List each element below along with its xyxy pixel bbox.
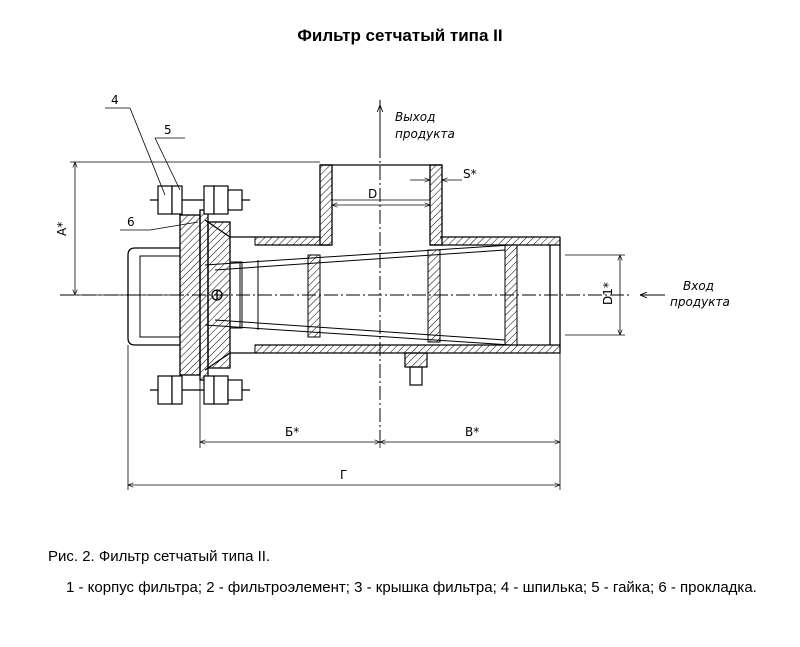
dim-S-label: S* xyxy=(463,167,477,181)
part-5-label: 5 xyxy=(164,123,172,137)
stud-top xyxy=(150,185,250,215)
dim-G-label: Г xyxy=(340,468,347,482)
dim-B-label: Б* xyxy=(285,425,299,439)
body-wall-top xyxy=(254,236,321,246)
leader-4 xyxy=(105,107,166,196)
leader-6 xyxy=(120,221,199,231)
dimension-D1 xyxy=(565,254,625,336)
inlet-label-1: Вход xyxy=(683,279,714,293)
filter-element xyxy=(204,244,518,346)
part-6-label: 6 xyxy=(127,215,135,229)
dimension-V xyxy=(380,353,561,490)
cover-handle xyxy=(127,247,180,346)
body-wall-bottom xyxy=(254,344,561,354)
stud-bottom xyxy=(150,375,250,405)
dim-D1-label: D1* xyxy=(601,282,615,305)
part-4-label: 4 xyxy=(111,93,119,107)
outlet-label-1: Выход xyxy=(395,110,435,124)
inlet-label-2: продукта xyxy=(670,295,730,309)
body-wall-top-right xyxy=(441,236,561,246)
dimension-G xyxy=(127,345,560,490)
leader-5 xyxy=(154,137,185,191)
page-title: Фильтр сетчатый типа II xyxy=(297,26,503,45)
dim-V-label: В* xyxy=(465,425,479,439)
parts-legend: 1 - корпус фильтра; 2 - фильтроэлемент; … xyxy=(66,579,757,596)
dim-D-label: D xyxy=(368,187,377,201)
figure-caption: Рис. 2. Фильтр сетчатый типа II. xyxy=(48,548,271,565)
filter-drawing: Выход продукта Вход продукта А* D S* D1*… xyxy=(55,93,730,490)
dim-A-label: А* xyxy=(55,222,69,236)
dimension-A xyxy=(70,161,320,296)
flange-assembly xyxy=(179,209,231,381)
outlet-label-2: продукта xyxy=(395,127,455,141)
drain-plug xyxy=(404,352,428,386)
